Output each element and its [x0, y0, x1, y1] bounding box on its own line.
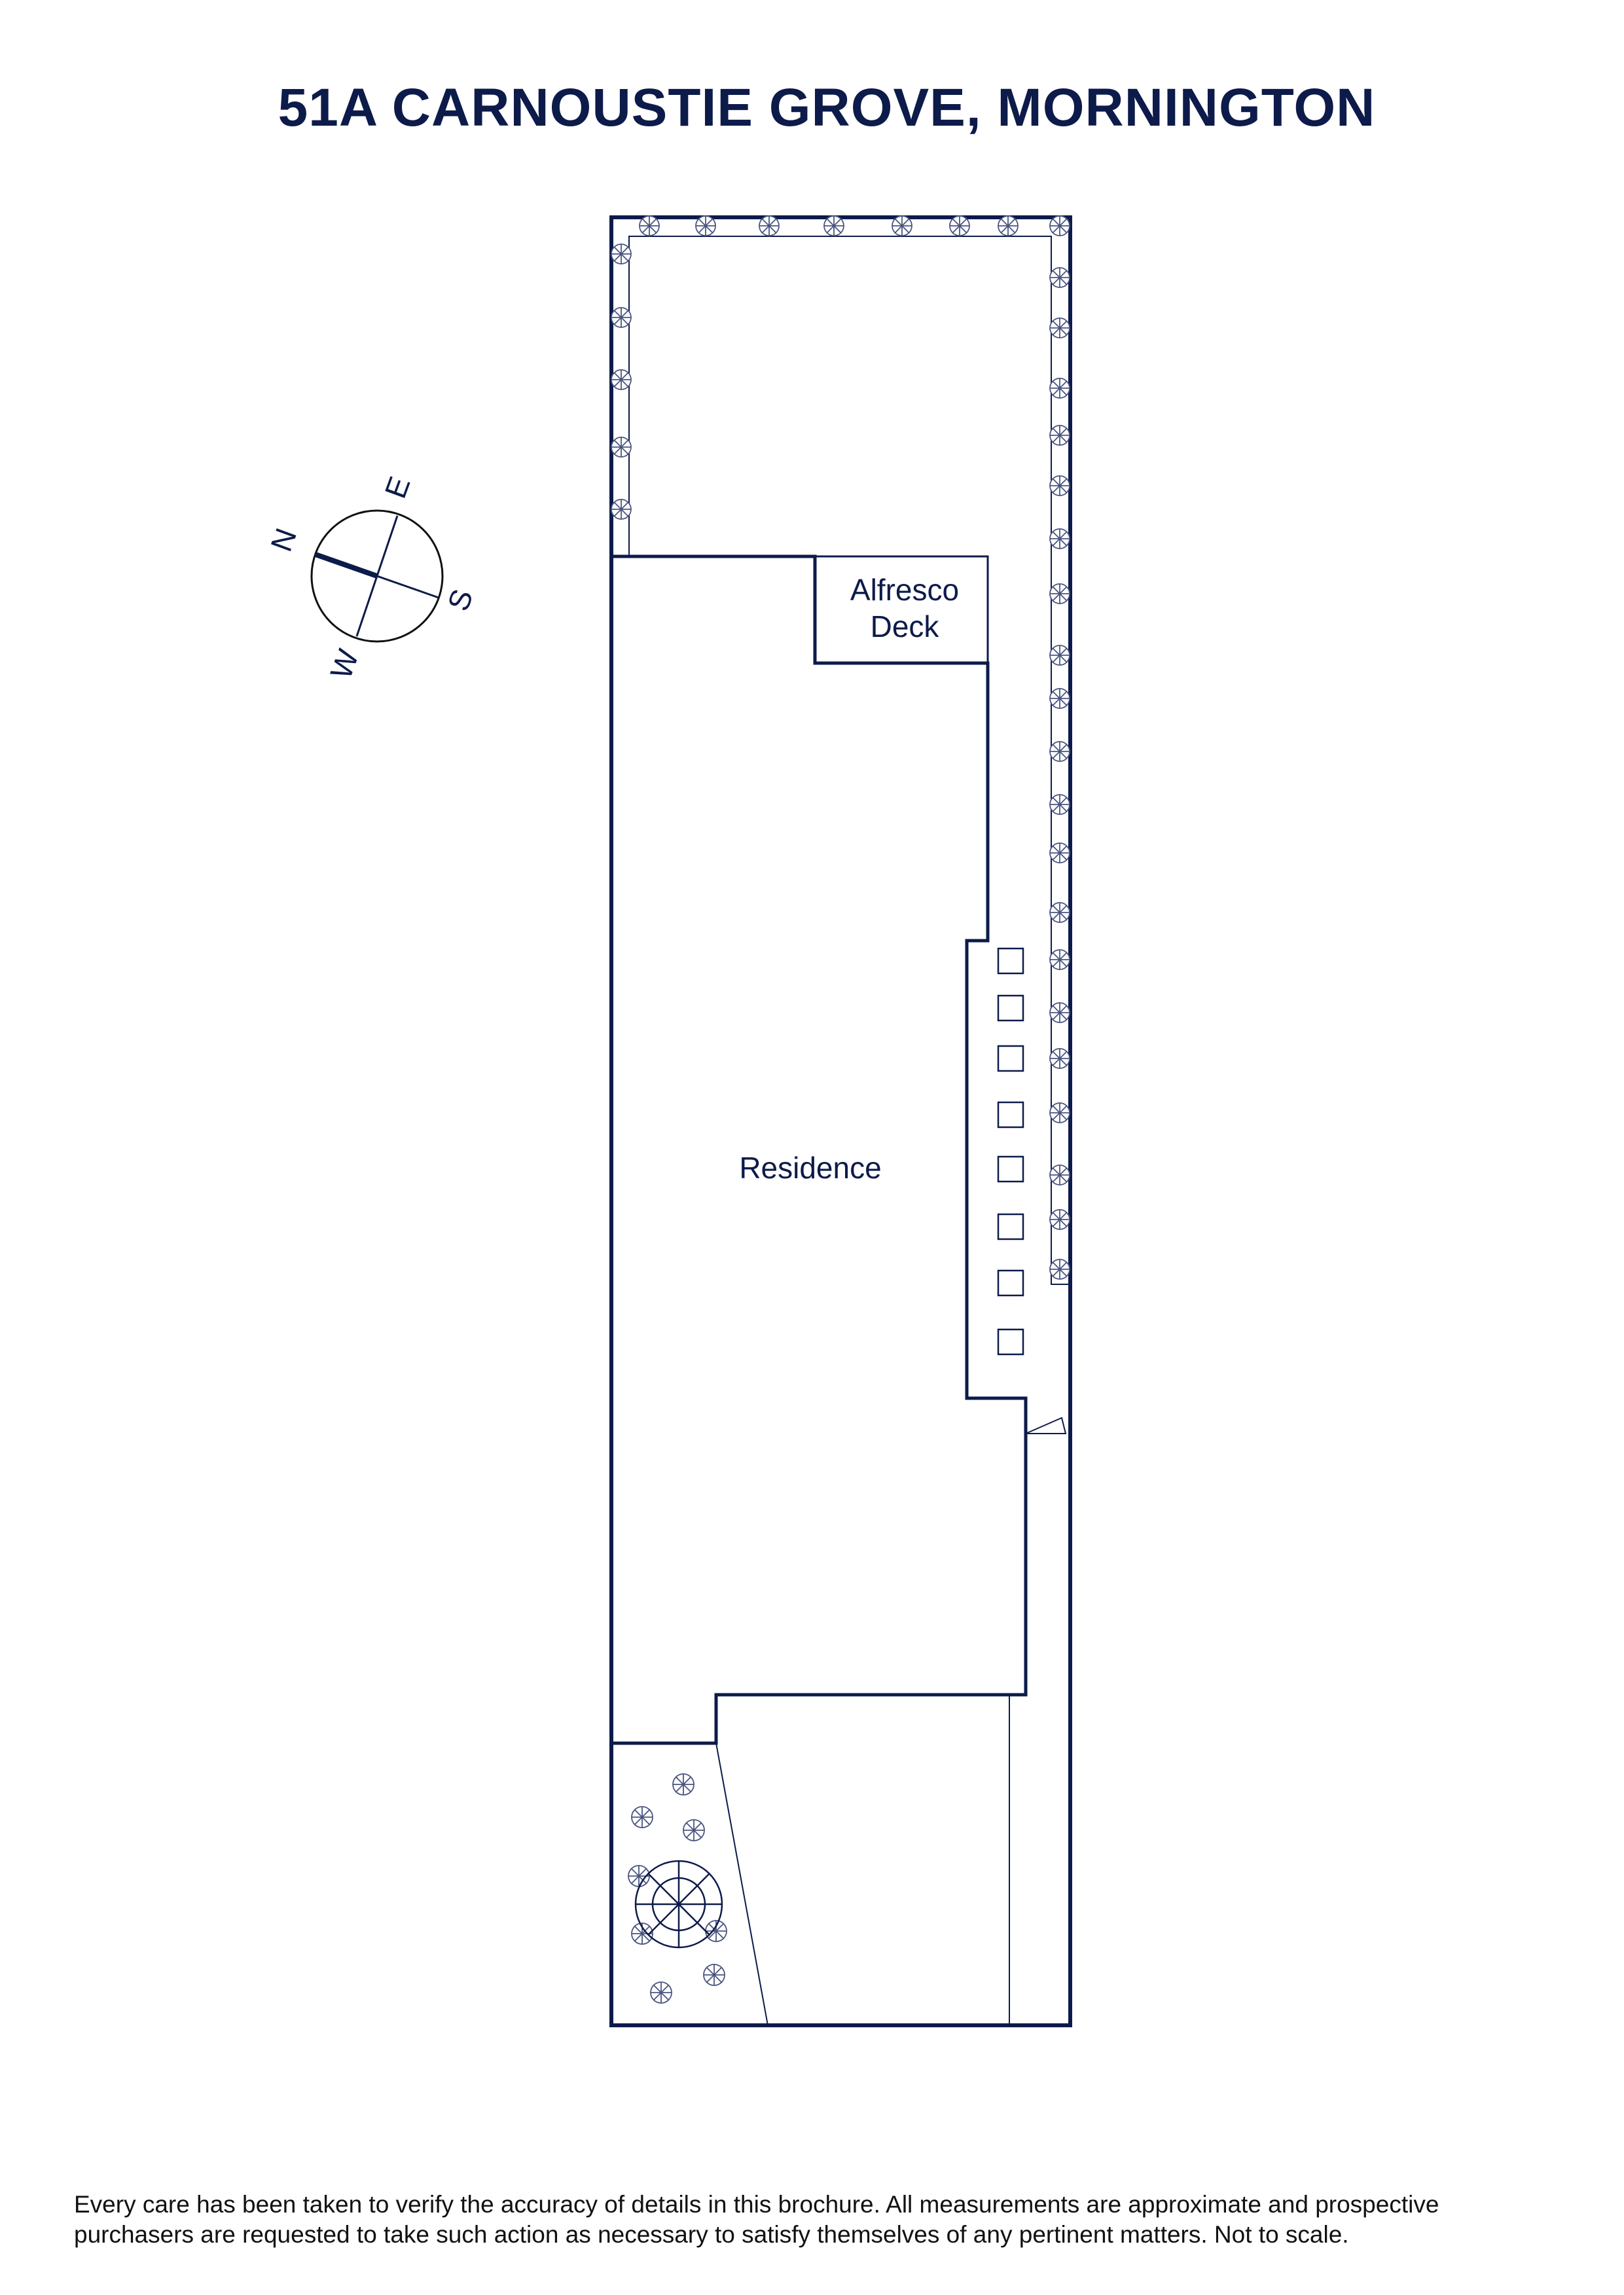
shrub-icon — [759, 215, 780, 236]
shrub-icon — [1049, 215, 1070, 236]
shrub-icon — [1049, 317, 1070, 338]
stepping-stone — [997, 1101, 1024, 1129]
shrub-icon — [1049, 1259, 1070, 1280]
shrub-icon — [639, 215, 660, 236]
shrub-icon — [611, 437, 632, 458]
shrub-icon — [703, 1964, 725, 1986]
shrub-icon — [611, 369, 632, 390]
stepping-stone — [997, 994, 1024, 1022]
shrub-icon — [1049, 1002, 1070, 1023]
tree-icon — [634, 1860, 723, 1949]
shrub-icon — [695, 215, 716, 236]
shrub-icon — [892, 215, 912, 236]
stepping-stone — [997, 947, 1024, 975]
driveway-edge — [715, 1743, 768, 2026]
shrub-icon — [705, 1920, 727, 1942]
shrub-icon — [1049, 1209, 1070, 1230]
disclaimer-line-1: Every care has been taken to verify the … — [74, 2191, 1439, 2218]
shrub-icon — [1049, 741, 1070, 762]
compass-s: S — [441, 585, 479, 615]
shrub-icon — [611, 244, 632, 264]
shrub-icon — [1049, 267, 1070, 288]
shrub-icon — [1049, 1165, 1070, 1185]
garden-edge — [628, 236, 1070, 1285]
shrub-icon — [611, 499, 632, 520]
stepping-stones — [997, 947, 1024, 1356]
shrub-icon — [949, 215, 970, 236]
shrubs — [611, 215, 1070, 2004]
shrub-icon — [1049, 1102, 1070, 1123]
alfresco-deck-label-2: Deck — [871, 609, 940, 643]
shrub-icon — [683, 1819, 705, 1841]
shrub-icon — [628, 1865, 650, 1887]
shrub-icon — [1049, 528, 1070, 549]
disclaimer: Every care has been taken to verify the … — [74, 2190, 1439, 2250]
lot-boundary — [609, 215, 1072, 2027]
shrub-icon — [611, 307, 632, 328]
shrub-icon — [1049, 378, 1070, 399]
shrub-icon — [631, 1806, 653, 1828]
shrub-icon — [1049, 1048, 1070, 1069]
shrub-icon — [672, 1773, 695, 1796]
compass-e: E — [378, 472, 416, 503]
residence-label: Residence — [739, 1151, 881, 1185]
stepping-stone — [997, 1213, 1024, 1240]
north-needle — [314, 552, 378, 579]
alfresco-deck-label: Alfresco — [850, 573, 959, 607]
disclaimer-line-2: purchasers are requested to take such ac… — [74, 2221, 1349, 2248]
shrub-icon — [1049, 902, 1070, 923]
shrub-icon — [1049, 583, 1070, 604]
stepping-stone — [997, 1045, 1024, 1072]
compass-n: N — [264, 524, 303, 556]
stepping-stone — [997, 1328, 1024, 1356]
shrub-icon — [650, 1981, 672, 2004]
page-title: 51A CARNOUSTIE GROVE, MORNINGTON — [278, 78, 1376, 137]
stepping-stone — [997, 1269, 1024, 1297]
compass: N E S W — [264, 472, 480, 683]
shrub-icon — [1049, 645, 1070, 666]
shrub-icon — [823, 215, 844, 236]
gate-icon — [1025, 1417, 1067, 1434]
shrub-icon — [1049, 949, 1070, 970]
compass-w: W — [323, 645, 365, 683]
shrub-icon — [1049, 425, 1070, 446]
shrub-icon — [1049, 794, 1070, 815]
shrub-icon — [1049, 688, 1070, 709]
shrub-icon — [1049, 842, 1070, 863]
alfresco-deck-outline — [815, 555, 989, 663]
shrub-icon — [998, 215, 1019, 236]
residence-outline — [609, 554, 1028, 1745]
shrub-icon — [1049, 475, 1070, 496]
stepping-stone — [997, 1155, 1024, 1183]
